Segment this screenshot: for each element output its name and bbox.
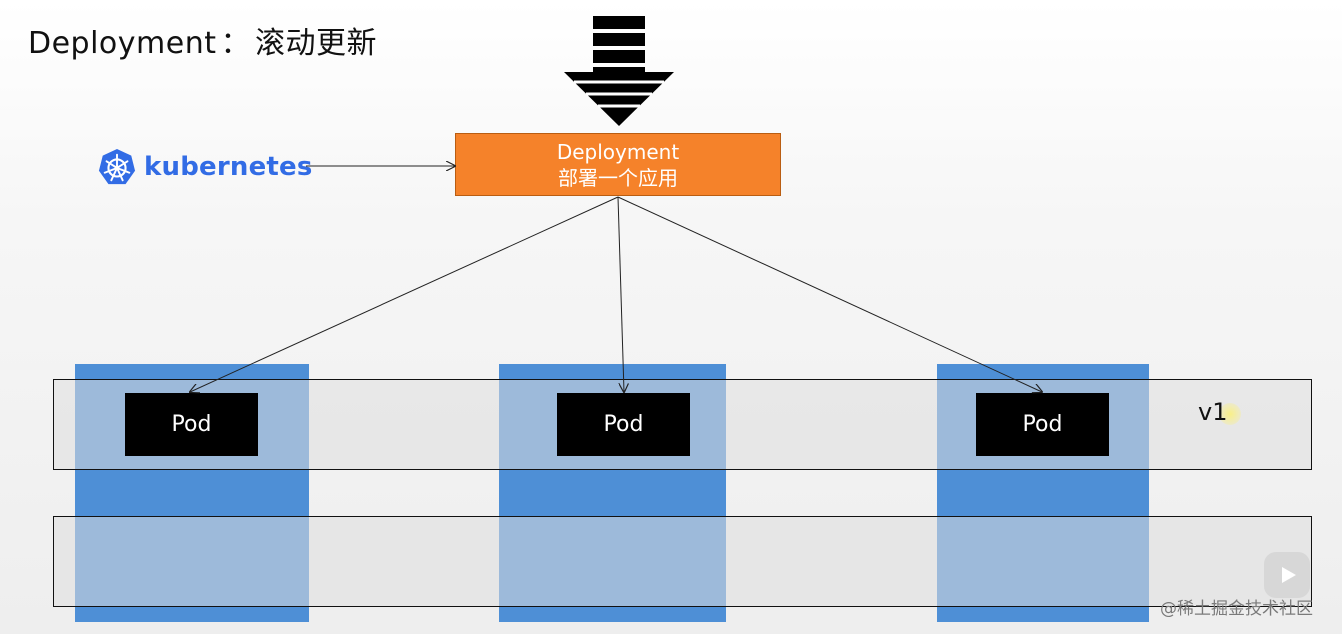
title-suffix: 滚动更新: [255, 26, 378, 61]
slide-title: Deployment：滚动更新: [28, 18, 377, 62]
title-separator: ：: [220, 26, 252, 61]
deployment-title: Deployment: [556, 140, 680, 164]
version-band-empty: [53, 516, 1312, 607]
pod-1: Pod: [125, 393, 258, 456]
pointer-highlight: [1219, 403, 1241, 425]
title-prefix: Deployment: [28, 26, 217, 61]
deployment-subtitle: 部署一个应用: [558, 166, 678, 190]
deployment-box: Deployment 部署一个应用: [455, 133, 781, 196]
play-icon: [1282, 567, 1296, 583]
incoming-update-arrow-icon: [564, 16, 674, 126]
kubernetes-helm-wheel-icon: [98, 148, 136, 185]
watermark-text: @稀土掘金技术社区: [1160, 599, 1313, 619]
deployment-to-pod-1-line: [190, 196, 619, 392]
deployment-to-pod-2-line: [617, 196, 624, 392]
version-label: v1: [1198, 398, 1228, 426]
deployment-to-pod-3-line: [617, 196, 1042, 392]
pod-3: Pod: [976, 393, 1109, 456]
bilibili-logo-icon: [1264, 552, 1310, 598]
kubernetes-logo: kubernetes: [98, 148, 313, 186]
pod-2: Pod: [557, 393, 690, 456]
kubernetes-wordmark: kubernetes: [144, 152, 313, 182]
